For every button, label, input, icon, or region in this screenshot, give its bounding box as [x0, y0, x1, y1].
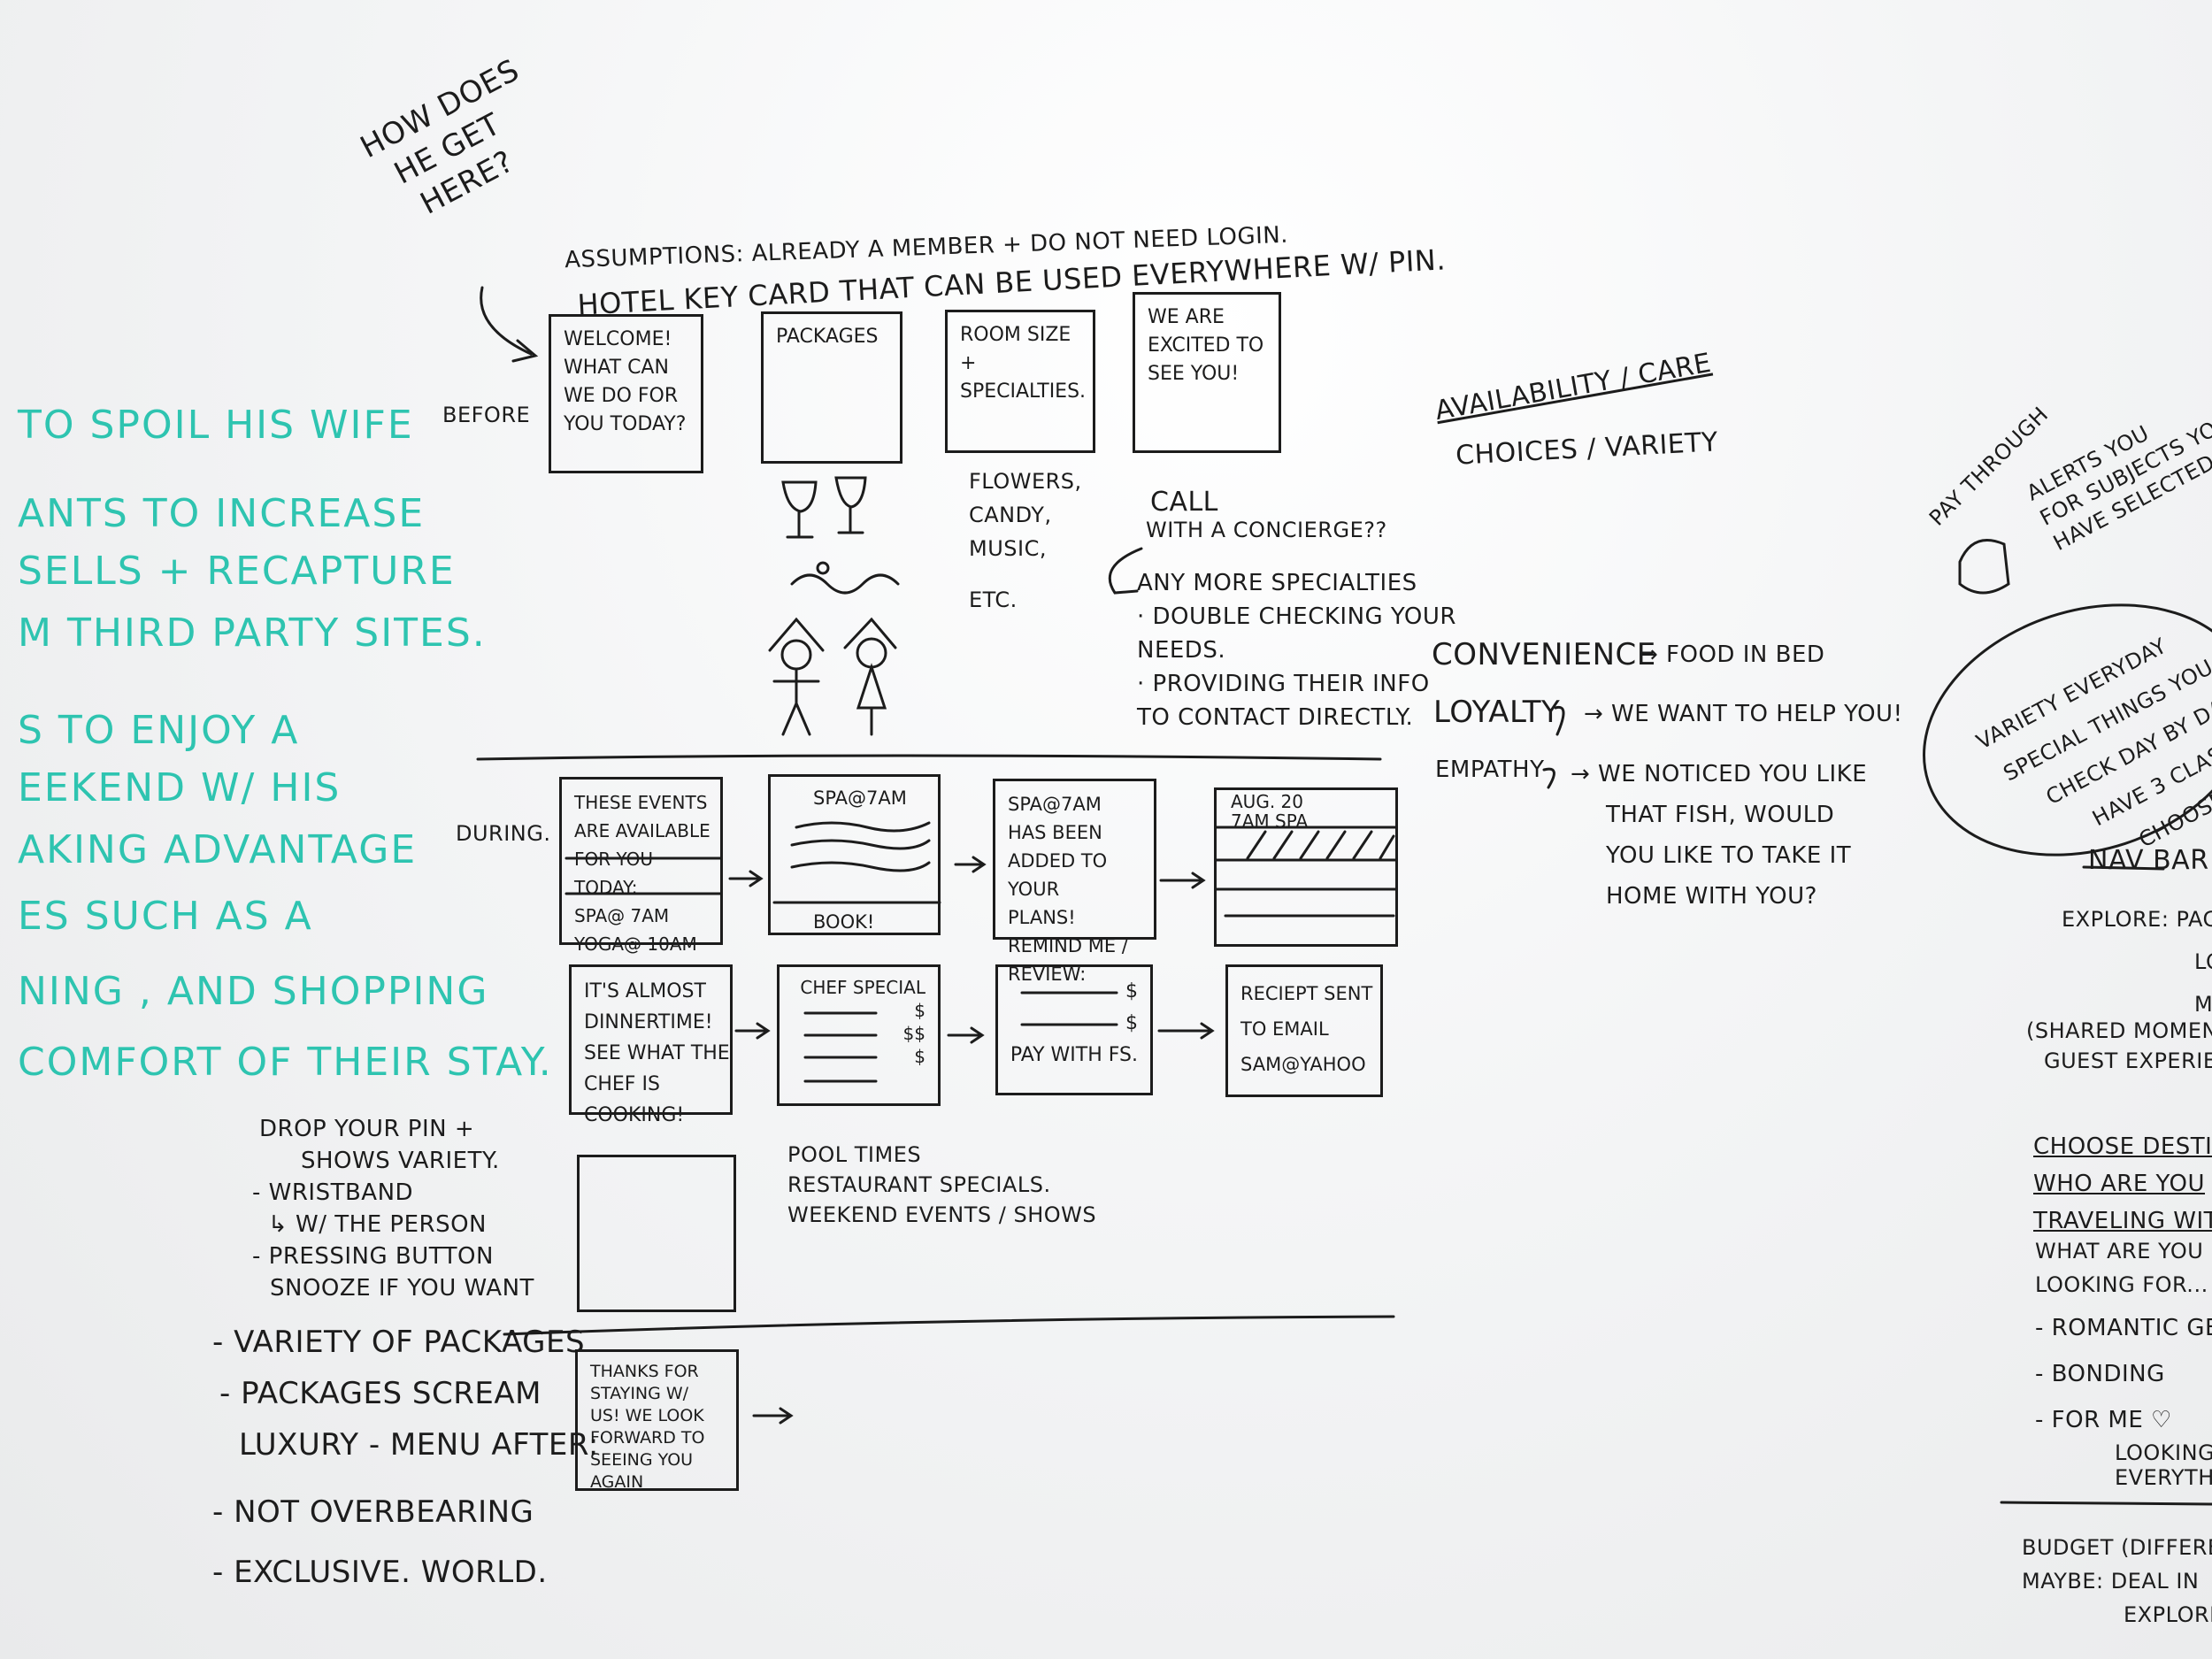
loyalty-value: → WE WANT TO HELP YOU!: [1584, 701, 1903, 727]
arrow-r1-1: [728, 870, 764, 887]
pay-screen: $ $ PAY WITH FS.: [995, 964, 1153, 1095]
flowers-list: FLOWERS,CANDY,MUSIC,ETC.: [969, 469, 1082, 612]
dinnertime-screen: IT'S ALMOST DINNERTIME! SEE WHAT THE CHE…: [569, 964, 733, 1126]
arrow-r1-3: [1159, 872, 1206, 889]
teal-line-9: NING , AND SHOPPING: [18, 969, 489, 1014]
teal-line-10: COMFORT OF THEIR STAY.: [18, 1040, 553, 1085]
divider-2: [503, 1315, 1395, 1336]
looking-to: LOOKING TOEVERYTHIN: [2115, 1440, 2212, 1490]
variety-circle: [1923, 603, 2212, 856]
arrow-concierge: [1108, 547, 1143, 595]
wine-glass-icon: [781, 480, 818, 513]
empathy-value: → WE NOTICED YOU LIKE THAT FISH, WOULD Y…: [1571, 761, 1868, 910]
spa-book-screen: SPA@7AM BOOK!: [768, 774, 941, 935]
card-icon: [1958, 539, 2010, 595]
teal-line-4: M THIRD PARTY SITES.: [18, 611, 487, 656]
teal-line-5: S TO ENJOY A: [18, 708, 300, 753]
shared-moments: (SHARED MOMENTS OFGUEST EXPERIENCES: [2026, 1018, 2212, 1073]
convenience-value: → FOOD IN BED: [1639, 641, 1825, 668]
convenience-label: CONVENIENCE: [1432, 637, 1656, 672]
concierge-list: ANY MORE SPECIALTIES· DOUBLE CHECKING YO…: [1137, 570, 1456, 731]
swimmer-icon: [790, 573, 900, 595]
arrow-head-question: [511, 339, 539, 363]
spa-added-screen: SPA@7AM HAS BEEN ADDED TO YOUR PLANS! RE…: [993, 779, 1156, 985]
budget-notes: BUDGET (DIFFERE MAYBE: DEAL IN EXPLORE: [2022, 1535, 2212, 1627]
receipt-screen: RECIEPT SENT TO EMAIL SAM@YAHOO: [1225, 964, 1383, 1097]
arrow-r1-2: [954, 856, 987, 873]
arrow-r2-1: [734, 1022, 771, 1040]
welcome-screen: WELCOME! WHAT CAN WE DO FOR YOU TODAY?: [549, 314, 703, 473]
looking-list: - ROMANTIC GE- BONDING- FOR ME ♡: [2035, 1315, 2212, 1433]
teal-line-6: EEKEND W/ HIS: [18, 765, 342, 810]
thanks-screen: THANKS FOR STAYING W/ US! WE LOOK FORWAR…: [575, 1349, 739, 1492]
person-icon: [780, 639, 812, 671]
navbar-text: NAV BAR: [2088, 845, 2209, 876]
pin-notes: DROP YOUR PIN + SHOWS VARIETY. - WRISTBA…: [252, 1116, 534, 1302]
concierge-text: WITH A CONCIERGE??: [1146, 518, 1387, 542]
arrow-r2-2: [947, 1026, 985, 1044]
divider-1: [476, 754, 1382, 761]
explore-list: EXPLORE: PACK LOCAT MOME: [2062, 907, 2212, 1017]
teal-line-1: TO SPOIL HIS WIFE: [18, 403, 414, 448]
wine-glass-icon-2: [834, 476, 867, 509]
packages-screen: PACKAGES: [761, 311, 902, 464]
before-label: BEFORE: [442, 403, 531, 427]
empathy-label: EMPATHY: [1435, 757, 1545, 783]
teal-line-7: AKING ADVANTAGE: [18, 827, 418, 872]
teal-line-8: ES SUCH AS A: [18, 894, 313, 939]
loyalty-label: LOYALTY: [1433, 695, 1561, 730]
blank-screen: [577, 1155, 736, 1312]
teal-line-3: SELLS + RECAPTURE: [18, 549, 456, 594]
teal-line-2: ANTS TO INCREASE: [18, 491, 426, 536]
call-text: CALL: [1150, 487, 1218, 518]
arrow-question: [480, 286, 533, 356]
room-size-screen: ROOM SIZE + SPECIALTIES.: [945, 310, 1095, 453]
during-label: DURING.: [456, 821, 551, 846]
bottom-notes: - VARIETY OF PACKAGES - PACKAGES SCREAM …: [212, 1325, 599, 1590]
arrow-r2-3: [1157, 1022, 1215, 1040]
arrow-thanks: [752, 1407, 794, 1425]
chef-special-screen: CHEF SPECIAL $ $$ $: [777, 964, 941, 1106]
events-screen: THESE EVENTS ARE AVAILABLE FOR YOU TODAY…: [559, 777, 723, 955]
calendar-screen: AUG. 20 7AM SPA: [1214, 787, 1398, 947]
excited-screen: WE ARE EXCITED TO SEE YOU!: [1133, 292, 1281, 453]
